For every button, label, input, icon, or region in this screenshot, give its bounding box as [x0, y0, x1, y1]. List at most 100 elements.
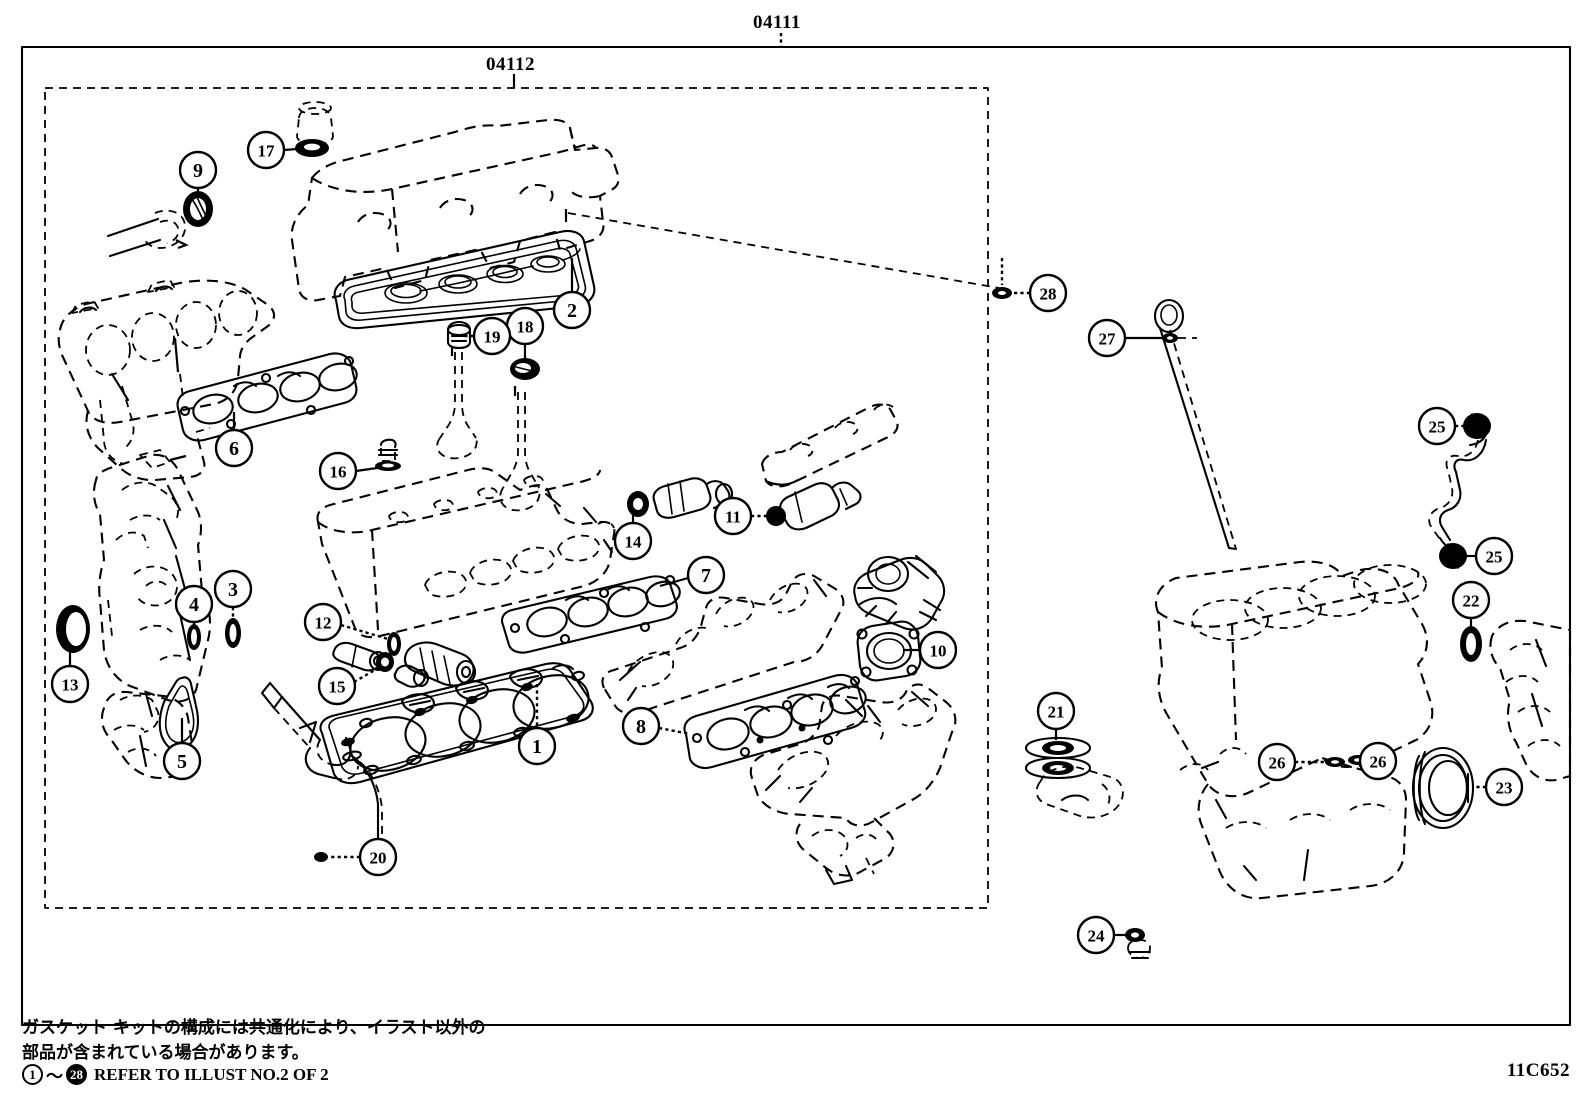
callout-20[interactable]: 20: [358, 837, 398, 877]
svg-text:4: 4: [189, 594, 199, 616]
oil-filler-cap-illustration: [296, 101, 334, 146]
svg-text:7: 7: [701, 565, 711, 587]
callout-14[interactable]: 14: [613, 521, 653, 561]
leader-valvecover-to-28: [567, 212, 1000, 289]
kit-number-04111: 04111: [753, 12, 801, 33]
svg-text:13: 13: [62, 676, 79, 695]
callout-17[interactable]: 17: [246, 130, 286, 170]
part-1-head-gasket: [319, 662, 594, 785]
callout-5[interactable]: 5: [162, 741, 202, 781]
callout-10[interactable]: 10: [918, 630, 958, 670]
callout-9[interactable]: 9: [178, 150, 218, 190]
callout-23[interactable]: 23: [1484, 767, 1524, 807]
part-16-plug: [375, 438, 401, 471]
svg-text:3: 3: [228, 579, 238, 601]
oil-cooler-pipe-illustration: [1428, 432, 1488, 550]
diagram-code: 11C652: [1506, 1060, 1570, 1081]
svg-text:25: 25: [1486, 548, 1503, 567]
callout-26-right[interactable]: 26: [1358, 741, 1398, 781]
part-12-oring: [387, 632, 401, 656]
callout-leaders: [68, 147, 1486, 937]
svg-text:2: 2: [567, 300, 577, 322]
bolt-illustration-right: [393, 664, 430, 688]
dipstick-illustration: [1153, 298, 1238, 551]
callout-22[interactable]: 22: [1451, 580, 1491, 620]
part-9-seal: [183, 191, 213, 227]
svg-text:5: 5: [177, 751, 187, 773]
throttle-body-illustration: [853, 554, 946, 631]
svg-text:14: 14: [625, 533, 643, 552]
part-21-gaskets: [1024, 736, 1092, 780]
callout-1[interactable]: 1: [517, 726, 557, 766]
svg-text:16: 16: [330, 463, 347, 482]
sensor-illustration: [403, 641, 477, 687]
fuel-rail-illustration: [760, 403, 899, 488]
svg-text:20: 20: [370, 849, 387, 868]
callout-25-bottom[interactable]: 25: [1474, 536, 1514, 576]
callout-16[interactable]: 16: [318, 451, 358, 491]
svg-text:22: 22: [1463, 592, 1480, 611]
part-18-seal: [510, 358, 540, 380]
callout-11[interactable]: 11: [713, 496, 753, 536]
callout-21[interactable]: 21: [1036, 691, 1076, 731]
timing-cover-illustration: [92, 453, 212, 703]
svg-text:21: 21: [1048, 703, 1065, 722]
illust-range-end-bubble: 28: [66, 1064, 87, 1085]
part-7-gasket: [500, 574, 681, 654]
svg-text:6: 6: [229, 438, 239, 460]
callout-8[interactable]: 8: [621, 706, 661, 746]
svg-text:10: 10: [930, 642, 947, 661]
part-20-oring: [314, 852, 328, 862]
kit-number-04112: 04112: [486, 54, 535, 75]
callout-26-left[interactable]: 26: [1257, 742, 1297, 782]
svg-text:28: 28: [1040, 285, 1057, 304]
part-6-gasket: [176, 352, 358, 442]
part-14-grommet: [627, 491, 649, 517]
valve-illustration-exhaust: [499, 386, 541, 512]
callout-28[interactable]: 28: [1028, 273, 1068, 313]
callout-3[interactable]: 3: [213, 569, 253, 609]
rear-housing-dashed: [1489, 619, 1572, 782]
callout-12[interactable]: 12: [303, 602, 343, 642]
callout-25-top[interactable]: 25: [1417, 406, 1457, 446]
svg-text:11: 11: [725, 508, 741, 527]
callout-19[interactable]: 19: [472, 316, 512, 356]
part-26-washer-left: [1325, 757, 1345, 767]
part-24-gasket: [1125, 928, 1152, 960]
svg-text:26: 26: [1370, 753, 1387, 772]
part-22-oring: [1460, 626, 1482, 662]
part-11-oring: [766, 506, 786, 526]
callout-bubbles: 1 2 3 4 5 6 7 8 9 10 11 12 13 14 15 16 1…: [50, 130, 1524, 955]
callout-27[interactable]: 27: [1087, 318, 1127, 358]
callout-13[interactable]: 13: [50, 664, 90, 704]
injector-illustration-1: [778, 481, 862, 531]
part-15-oring: [376, 652, 394, 672]
callout-7[interactable]: 7: [686, 555, 726, 595]
footer-note-line1: ガスケット キットの構成には共通化により、イラスト以外の: [22, 1018, 486, 1038]
callout-6[interactable]: 6: [214, 428, 254, 468]
valve-cover-illustration: [290, 118, 620, 302]
oil-strainer-illustration: [260, 681, 383, 858]
svg-text:27: 27: [1099, 330, 1117, 349]
intake-manifold-lower-dashed: [749, 683, 957, 886]
svg-text:1: 1: [532, 736, 542, 758]
callout-4[interactable]: 4: [174, 584, 214, 624]
svg-text:9: 9: [193, 160, 203, 182]
part-17-gasket: [295, 139, 329, 157]
cylinder-head-illustration: [316, 467, 616, 639]
callout-2[interactable]: 2: [552, 290, 592, 330]
intake-manifold-upper-dashed: [601, 572, 845, 715]
valve-illustration-intake: [436, 346, 478, 460]
svg-text:8: 8: [636, 716, 646, 738]
svg-text:19: 19: [484, 328, 501, 347]
engine-block-dashed: [1154, 560, 1434, 900]
callout-18[interactable]: 18: [505, 306, 545, 346]
illust-reference-text: REFER TO ILLUST NO.2 OF 2: [94, 1064, 329, 1084]
callout-24[interactable]: 24: [1076, 915, 1116, 955]
svg-text:25: 25: [1429, 418, 1446, 437]
callout-15[interactable]: 15: [317, 666, 357, 706]
part-25-gasket-bottom: [1439, 543, 1467, 569]
svg-text:12: 12: [315, 614, 332, 633]
